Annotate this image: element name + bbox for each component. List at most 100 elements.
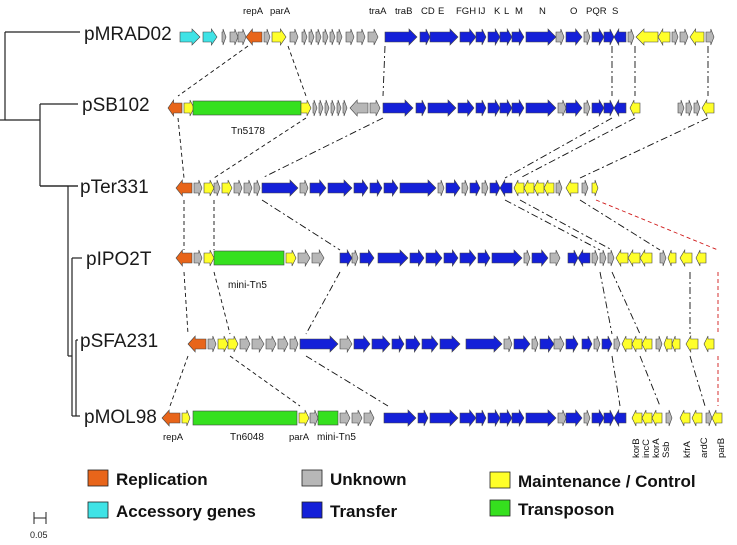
transfer-gene-arrow [419, 28, 431, 46]
transfer-gene-arrow [429, 28, 459, 46]
transfer-gene-arrow [409, 249, 425, 267]
transfer-gene-arrow [581, 335, 593, 353]
legend-swatch-transfer [301, 501, 323, 519]
transfer-gene-arrow [565, 99, 583, 117]
maintenance-gene-arrow [523, 179, 535, 197]
plasmid-name-psb102: pSB102 [82, 95, 150, 116]
transfer-gene-arrow [525, 409, 557, 427]
unknown-gene-arrow [553, 335, 565, 353]
unknown-gene-arrow [665, 409, 673, 427]
transfer-gene-arrow [425, 249, 443, 267]
gene-label-parb: parB [716, 438, 727, 458]
maintenance-gene-arrow [217, 335, 229, 353]
transfer-gene-arrow [383, 409, 417, 427]
unknown-gene-arrow [309, 409, 319, 427]
transfer-gene-arrow [421, 335, 439, 353]
legend-swatch-accessory [87, 501, 109, 519]
homology-connectors [169, 45, 719, 407]
transposon-label-pmol98: Tn6048 [230, 432, 264, 443]
transfer-gene-arrow [613, 98, 627, 118]
gene-label-ij: IJ [478, 6, 486, 17]
legend-swatch-unknown [301, 469, 323, 487]
phylogenetic-tree [0, 31, 82, 417]
transfer-gene-arrow [591, 98, 605, 118]
transfer-gene-arrow [475, 99, 487, 117]
maintenance-gene-arrow [679, 248, 693, 268]
transfer-gene-arrow [339, 248, 353, 268]
replication-gene-arrow [175, 249, 193, 267]
unknown-gene-arrow [339, 409, 351, 427]
maintenance-gene-arrow [183, 99, 195, 117]
unknown-gene-arrow [330, 99, 336, 117]
unknown-gene-arrow [277, 335, 289, 353]
unknown-gene-arrow [315, 28, 322, 46]
bottom-gene-labels: repA parA korB incC korA Ssb kfrA ardC p… [163, 432, 727, 458]
maintenance-gene-arrow [271, 28, 287, 46]
unknown-gene-arrow [193, 249, 203, 267]
unknown-gene-arrow [289, 28, 299, 46]
maintenance-gene-arrow [181, 409, 191, 427]
transfer-gene-arrow [487, 98, 501, 118]
maintenance-gene-arrow [203, 179, 215, 197]
gene-label-para: parA [270, 6, 291, 17]
unknown-gene-arrow [659, 249, 667, 267]
unknown-gene-arrow [613, 335, 621, 353]
unknown-gene-arrow [312, 99, 318, 117]
unknown-gene-arrow [351, 409, 363, 427]
transfer-gene-arrow [377, 249, 409, 267]
gene-label-s: S [612, 6, 618, 17]
transfer-gene-arrow [371, 335, 391, 353]
maintenance-gene-arrow [221, 179, 233, 197]
transfer-gene-arrow [369, 178, 383, 198]
gene-label-e: E [438, 6, 444, 17]
unknown-gene-arrow [253, 179, 261, 197]
unknown-gene-arrow [324, 99, 330, 117]
unknown-gene-arrow [299, 179, 309, 197]
unknown-gene-arrow [308, 28, 315, 46]
maintenance-gene-arrow [641, 409, 653, 427]
unknown-gene-arrow [557, 99, 567, 117]
gene-label-kfra: kfrA [682, 440, 693, 458]
plasmid-name-pipo2t: pIPO2T [86, 249, 152, 270]
plasmid-labels: pMRAD02 pSB102 pTer331 pIPO2T pSFA231 pM… [80, 24, 172, 428]
unknown-gene-arrow [345, 28, 355, 46]
transposon-gene-arrow [317, 410, 339, 426]
unknown-gene-arrow [655, 335, 663, 353]
gene-track-pmol98 [161, 408, 723, 428]
unknown-gene-arrow [221, 28, 227, 46]
replication-gene-arrow [187, 335, 207, 353]
transfer-gene-arrow [565, 409, 583, 427]
transfer-gene-arrow [613, 408, 627, 428]
maintenance-gene-arrow [689, 28, 705, 46]
maintenance-gene-arrow [543, 179, 555, 197]
gene-label-para-bottom: parA [289, 432, 310, 443]
transfer-gene-arrow [353, 179, 369, 197]
transfer-gene-arrow [405, 335, 421, 353]
unknown-gene-arrow [437, 179, 445, 197]
maintenance-gene-arrow [685, 334, 699, 354]
transposon-gene-arrow [213, 250, 285, 266]
unknown-gene-arrow [301, 28, 308, 46]
gene-label-m: M [515, 6, 523, 17]
maintenance-gene-arrow [703, 335, 715, 353]
maintenance-gene-arrow [615, 248, 629, 268]
unknown-gene-arrow [549, 249, 561, 267]
unknown-gene-arrow [207, 335, 217, 353]
transfer-gene-arrow [417, 409, 429, 427]
transfer-gene-arrow [577, 248, 591, 268]
transfer-gene-arrow [525, 99, 557, 117]
unknown-gene-arrow [557, 409, 567, 427]
transfer-gene-arrow [511, 408, 525, 428]
top-gene-labels: repA parA traA traB CD E FGH IJ K L M N … [243, 6, 618, 17]
unknown-gene-arrow [342, 99, 348, 117]
unknown-gene-arrow [671, 28, 679, 46]
unknown-gene-arrow [339, 334, 353, 354]
unknown-gene-arrow [599, 249, 607, 267]
unknown-gene-arrow [363, 409, 375, 427]
transposon-gene-arrow [192, 410, 298, 426]
transfer-gene-arrow [457, 99, 475, 117]
maintenance-gene-arrow [667, 249, 677, 267]
maintenance-gene-arrow [629, 99, 641, 117]
gene-label-fgh: FGH [456, 6, 476, 17]
